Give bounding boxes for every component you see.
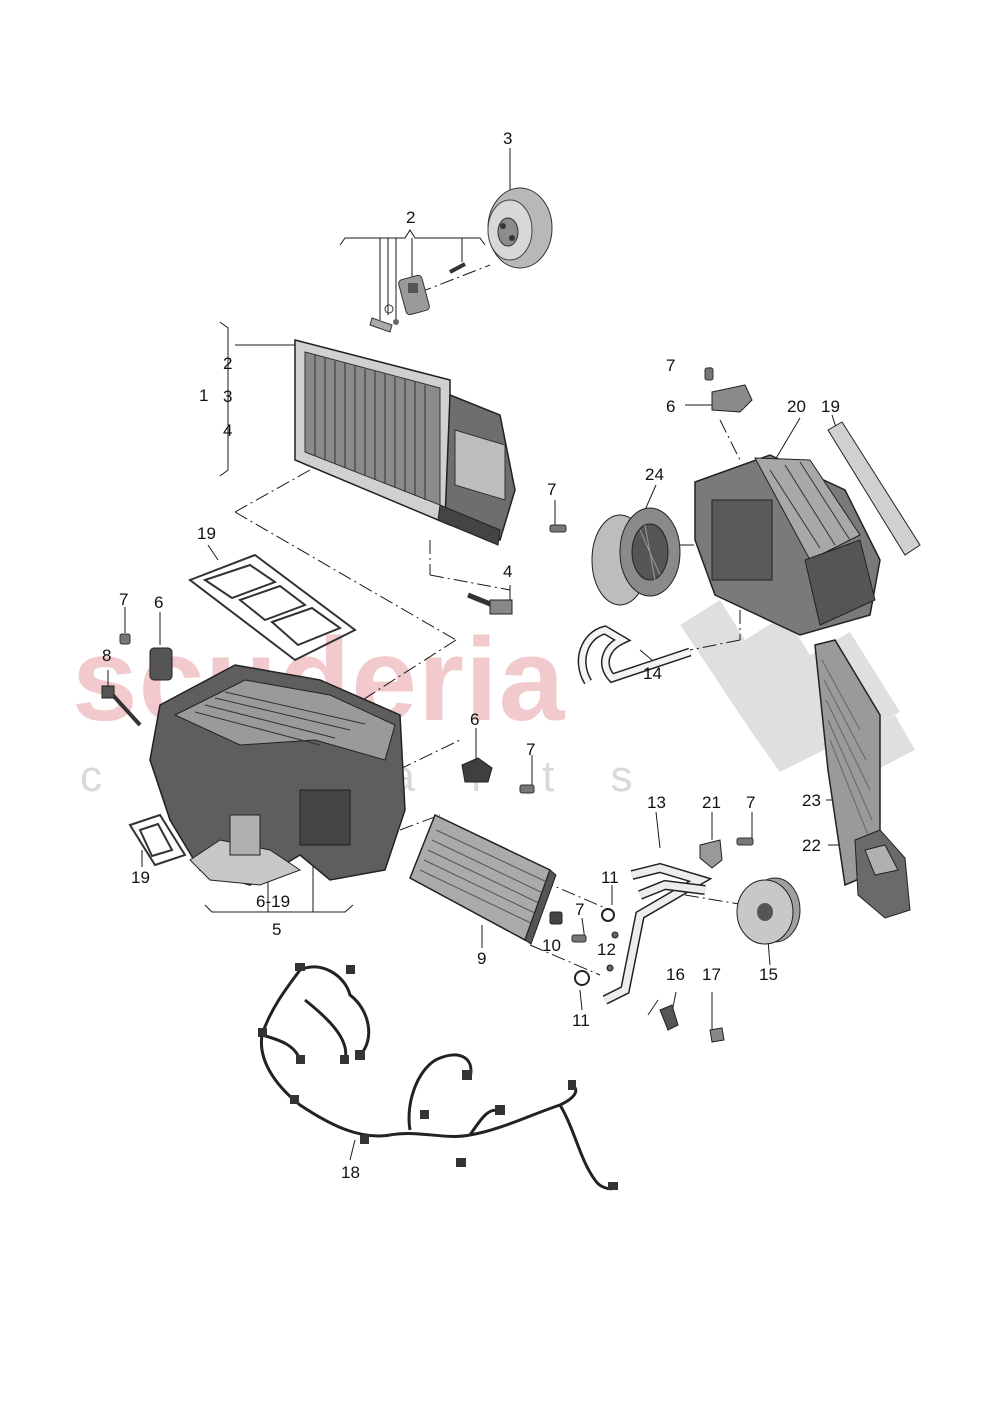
callout-1-4: 4 — [223, 421, 233, 440]
callout-6-mid: 6 — [470, 710, 480, 729]
callout-19-gasket: 19 — [197, 524, 216, 543]
callout-18: 18 — [341, 1163, 360, 1182]
callout-19-filter: 19 — [821, 397, 840, 416]
leader-lines — [107, 148, 855, 1161]
callout-1: 1 — [199, 386, 209, 405]
part-5-hvac-unit — [149, 664, 406, 886]
part-21-bracket — [699, 839, 723, 869]
callout-1-3: 3 — [223, 387, 233, 406]
callout-22: 22 — [802, 836, 821, 855]
callout-20: 20 — [787, 397, 806, 416]
callout-6-19: 6-19 — [256, 892, 291, 911]
part-14-hose — [577, 625, 692, 685]
small-hardware — [549, 908, 725, 1043]
callout-14: 14 — [643, 664, 662, 683]
callout-19-small: 19 — [131, 868, 150, 887]
callout-7-right: 7 — [746, 793, 756, 812]
part-24-blower-wheel — [591, 507, 681, 606]
callout-11-bottom: 11 — [572, 1011, 590, 1030]
callout-6-top: 6 — [666, 397, 676, 416]
part-20-blower-housing — [694, 454, 881, 636]
callout-7-left: 7 — [119, 590, 129, 609]
callout-23: 23 — [802, 791, 821, 810]
callout-15: 15 — [759, 965, 778, 984]
part-22-cover — [854, 829, 911, 919]
part-8-sensor — [101, 685, 142, 727]
part-19-gasket — [187, 553, 357, 662]
harness-connectors — [258, 963, 618, 1190]
part-19-small-gasket — [128, 813, 187, 867]
part-3-cover — [487, 187, 553, 269]
callout-8: 8 — [102, 646, 112, 665]
callout-4-sensor: 4 — [503, 562, 513, 581]
callout-12: 12 — [597, 940, 616, 959]
part-15-cover — [736, 877, 801, 945]
callout-13: 13 — [647, 793, 666, 812]
callout-24: 24 — [645, 465, 664, 484]
callout-11-top: 11 — [601, 868, 619, 887]
callout-17: 17 — [702, 965, 721, 984]
callout-21: 21 — [702, 793, 721, 812]
part-13-pipe — [602, 862, 713, 1005]
part-4-sensor — [467, 592, 513, 615]
callout-7-mid: 7 — [526, 740, 536, 759]
callout-16: 16 — [666, 965, 685, 984]
callout-3: 3 — [503, 129, 513, 148]
callout-2: 2 — [406, 208, 416, 227]
callout-7-top: 7 — [666, 356, 676, 375]
part-18-wiring-harness — [259, 965, 616, 1191]
callout-7-bottom: 7 — [575, 900, 585, 919]
part-2-valve — [369, 262, 466, 333]
part-1-evaporator-module — [294, 339, 516, 546]
screws-7 — [119, 367, 754, 943]
part-19-filter-strip — [827, 421, 921, 556]
callout-5: 5 — [272, 920, 282, 939]
part-9-heater-core — [409, 813, 557, 945]
callout-9: 9 — [477, 949, 487, 968]
callout-1-2: 2 — [223, 354, 233, 373]
callout-6-left: 6 — [154, 593, 164, 612]
callout-10: 10 — [542, 936, 561, 955]
callout-7-blower: 7 — [547, 480, 557, 499]
actuators-6 — [149, 384, 753, 783]
